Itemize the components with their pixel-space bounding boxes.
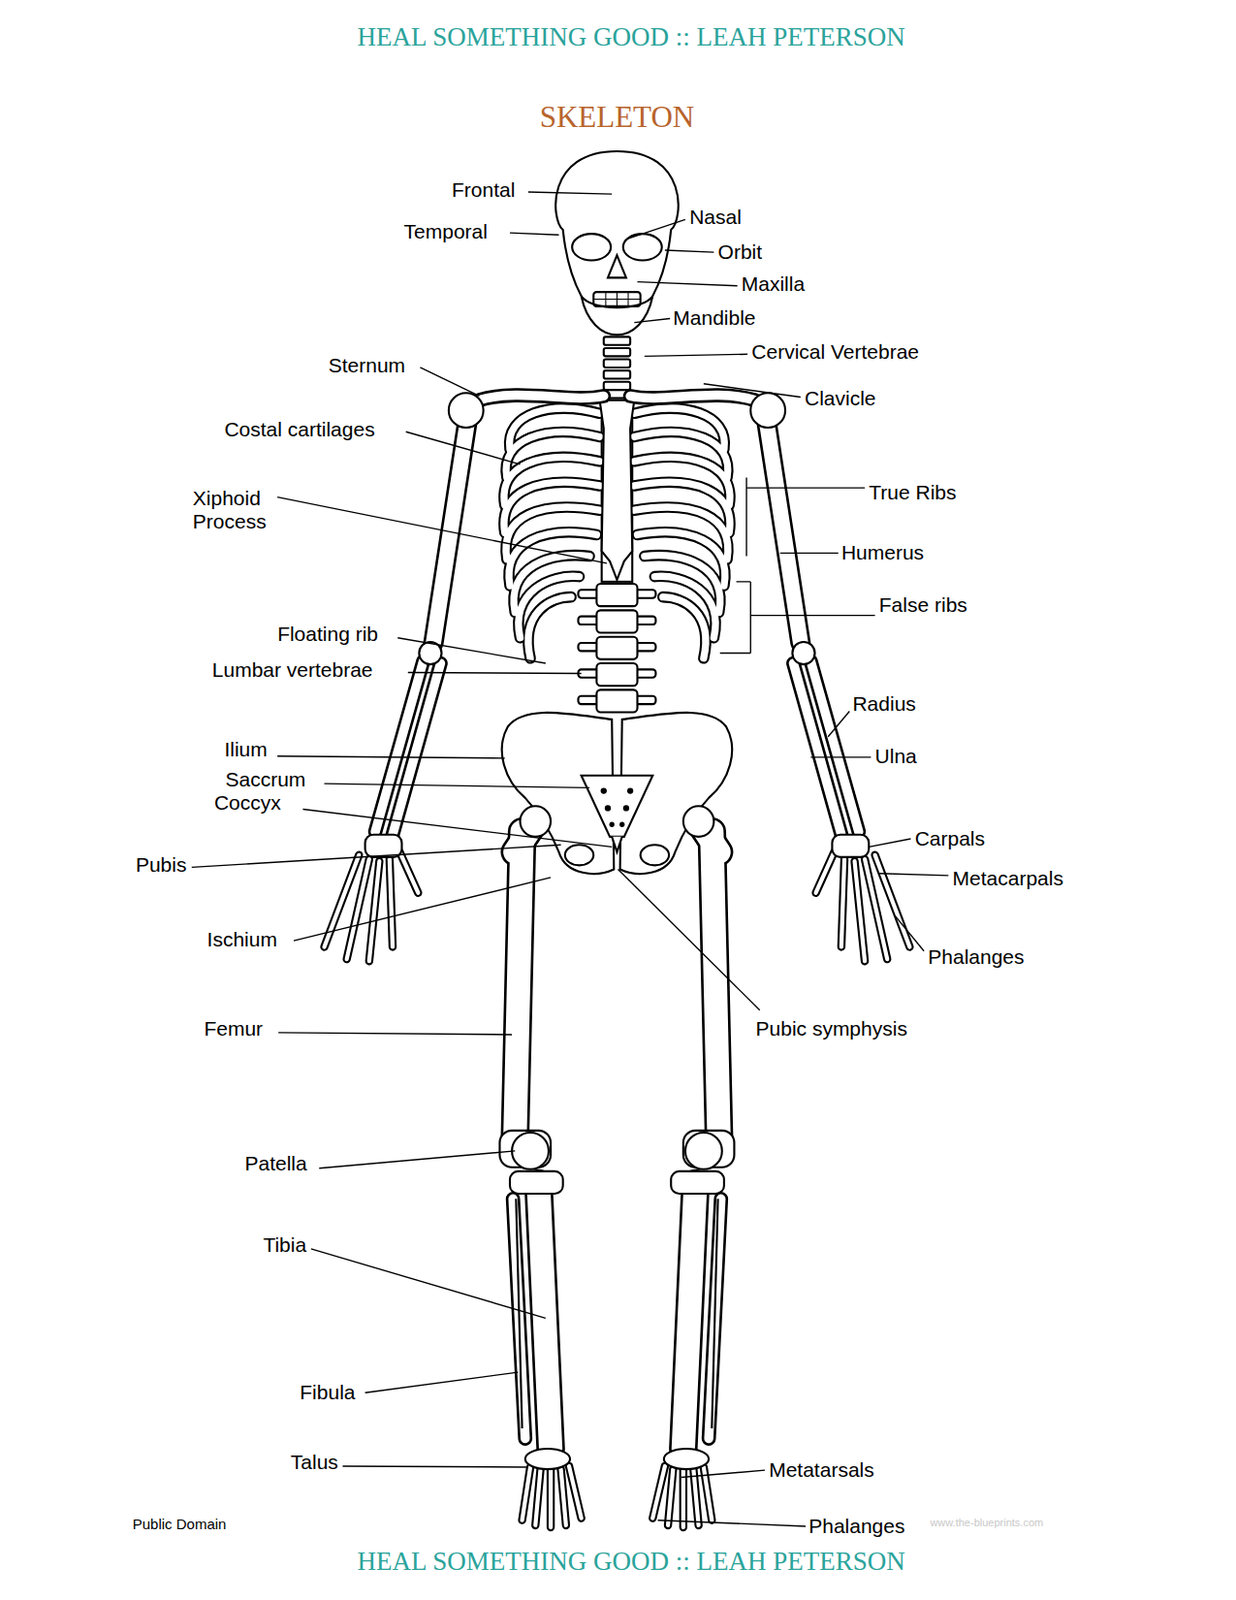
watermark: www.the-blueprints.com: [929, 1516, 1044, 1529]
part-label: Xiphoid Process: [192, 486, 290, 534]
part-label: Temporal: [404, 220, 488, 244]
part-label: Phalanges: [927, 945, 1024, 969]
part-label: Talus: [290, 1450, 339, 1474]
part-label: Ulna: [875, 744, 918, 768]
header-text: HEAL SOMETHING GOOD :: LEAH PETERSON: [357, 22, 906, 53]
part-label: Patella: [244, 1151, 307, 1175]
part-label: Pubic symphysis: [756, 1016, 908, 1041]
part-label: Costal cartilages: [223, 417, 375, 442]
part-label: Radius: [852, 692, 916, 716]
part-label: Mandible: [672, 306, 756, 330]
part-label: Carpals: [915, 826, 985, 851]
part-label: Clavicle: [804, 386, 877, 411]
part-label: Metatarsals: [768, 1457, 875, 1482]
credit-note: Public Domain: [132, 1515, 227, 1532]
part-label: Pubis: [135, 853, 188, 877]
part-label: Tibia: [262, 1233, 307, 1257]
part-label: Saccrum: [224, 767, 306, 792]
part-label: Maxilla: [741, 272, 805, 296]
part-label: Femur: [203, 1016, 263, 1041]
part-label: True Ribs: [868, 480, 956, 505]
part-label: Ischium: [207, 927, 278, 951]
part-label: Sternum: [328, 353, 406, 378]
part-label: Floating rib: [277, 622, 379, 646]
part-label: Orbit: [718, 240, 763, 264]
part-label: Metacarpals: [952, 866, 1064, 890]
diagram-title: SKELETON: [539, 99, 696, 135]
part-label: Fibula: [299, 1380, 355, 1404]
part-label: Ilium: [223, 737, 267, 761]
part-label: Humerus: [841, 540, 924, 565]
part-label: Frontal: [451, 178, 515, 202]
part-label: Lumbar vertebrae: [212, 658, 374, 682]
part-label: False ribs: [879, 593, 968, 617]
part-label: Nasal: [689, 205, 742, 229]
part-label: Coccyx: [214, 791, 282, 815]
footer-text: HEAL SOMETHING GOOD :: LEAH PETERSON: [357, 1546, 906, 1577]
part-label: Cervical Vertebrae: [751, 340, 920, 364]
leader-lines: [191, 191, 950, 1526]
part-label: Phalanges: [808, 1514, 905, 1538]
